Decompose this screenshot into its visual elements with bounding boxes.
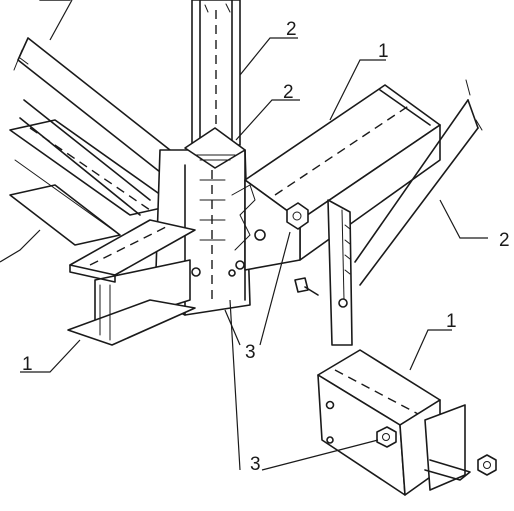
label-bolts-lower: 3	[250, 454, 261, 475]
label-bolts-main: 3	[245, 342, 256, 363]
right-brace	[354, 79, 483, 286]
label-right-brace: 2	[499, 230, 510, 251]
callout-labels: 2 2 1 2 1 3 3 1	[22, 19, 510, 475]
detail-beam	[317, 349, 471, 496]
loose-nut	[477, 454, 497, 476]
label-column-top: 2	[286, 19, 297, 40]
label-lower-left-beam: 1	[22, 354, 33, 375]
lower-left-beam	[67, 219, 196, 346]
label-right-beam: 1	[378, 41, 389, 62]
vertical-column	[191, 0, 241, 146]
leader-lines	[0, 0, 488, 471]
label-detail-beam: 1	[446, 311, 457, 332]
right-bracket-plate	[327, 199, 353, 346]
label-column-inner: 2	[283, 82, 294, 103]
upper-left-brace	[13, 0, 171, 216]
bolt-and-nut-main	[228, 202, 319, 296]
